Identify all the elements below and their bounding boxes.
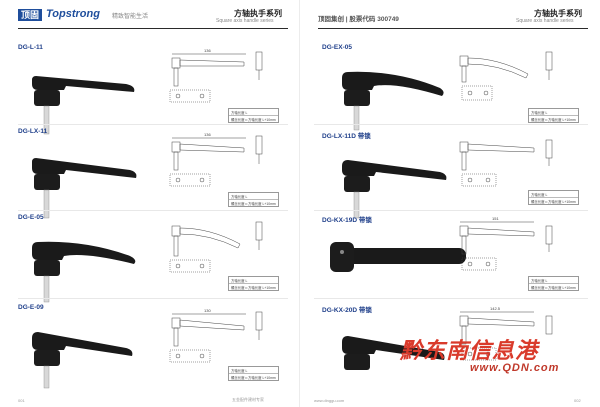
handle-photo (342, 336, 445, 370)
spec-box: 方轴长度 L 螺丝长度＝方轴长度 L+10mm (528, 108, 579, 124)
dim-width: 136 (204, 132, 211, 137)
series-title-en: Square axis handle series (516, 18, 574, 24)
model-label: DG-LX-11 (18, 128, 48, 135)
dim-width: 142.5 (490, 306, 501, 311)
model-label: DG-KX-19D 带锁 (322, 217, 372, 224)
brand-logo-cn: 顶固 (18, 9, 42, 21)
brand-slogan: 精致智能生活 (112, 14, 149, 20)
page-number: 002 (574, 398, 581, 403)
technical-drawing (459, 139, 553, 187)
brand-logo-en: Topstrong (46, 8, 100, 20)
spec-box: 方轴长度 L 螺丝长度＝方轴长度 L+10mm (528, 276, 579, 292)
handle-photo (342, 71, 444, 131)
spec-box: 方轴长度 L 螺丝长度＝方轴长度 L+10mm (228, 192, 279, 208)
technical-drawing: 142.5 (459, 306, 553, 361)
header-rule (18, 28, 288, 29)
stock-code: 顶固集创 | 股票代码 300749 (318, 16, 399, 23)
dim-width: 130 (204, 308, 211, 313)
row-divider (314, 124, 588, 125)
header-rule (318, 28, 588, 29)
spec-box: 方轴长度 L 螺丝长度＝方轴长度 L+10mm (228, 276, 279, 292)
left-page: 顶固 Topstrong 精致智能生活 方轴执手系列 Square axis h… (18, 8, 288, 403)
watermark-logo: 黔东南信息港 (400, 338, 539, 363)
page-number: 001 (18, 398, 25, 403)
row-divider (18, 124, 288, 125)
row-divider (18, 298, 288, 299)
spec-box: 方轴长度 L 螺丝长度＝方轴长度 L+10mm (228, 108, 279, 124)
technical-drawing: 136 (169, 48, 263, 103)
spec-box: 方轴长度 L 螺丝长度＝方轴长度 L+10mm (228, 366, 279, 382)
row-divider (314, 210, 588, 211)
model-label: DG-LX-11D 带锁 (322, 133, 371, 140)
handle-photo (32, 332, 133, 389)
model-label: DG-E-05 (18, 214, 44, 221)
technical-drawing (169, 221, 263, 273)
footer-text: 五金配件建材专家 (232, 397, 264, 402)
handle-photo (32, 158, 137, 219)
watermark-url: www.QDN.com (470, 362, 560, 374)
dim-width: 136 (204, 48, 211, 53)
model-label: DG-EX-05 (322, 44, 352, 51)
technical-drawing: 136 (169, 132, 263, 187)
dim-width: 151 (492, 216, 499, 221)
model-label: DG-L-11 (18, 44, 43, 51)
model-label: DG-KX-20D 带锁 (322, 307, 372, 314)
handle-photo (32, 241, 136, 303)
model-label: DG-E-09 (18, 304, 44, 311)
handle-photo (32, 76, 135, 135)
series-title-cn: 方轴执手系列 (534, 9, 582, 18)
technical-drawing: 130 (169, 308, 263, 363)
row-divider (314, 298, 588, 299)
spec-box: 方轴长度 L 螺丝长度＝方轴长度 L+10mm (528, 190, 579, 206)
technical-drawing (459, 51, 553, 101)
series-title-cn: 方轴执手系列 (234, 9, 282, 18)
right-page: 顶固集创 | 股票代码 300749 方轴执手系列 Square axis ha… (300, 0, 600, 407)
handle-photo (342, 160, 447, 219)
handle-photo (330, 242, 466, 272)
row-divider (18, 210, 288, 211)
technical-drawing: 151 (459, 216, 553, 271)
series-title-en: Square axis handle series (216, 18, 274, 24)
footer-url: www.dinggu.com (314, 398, 345, 403)
